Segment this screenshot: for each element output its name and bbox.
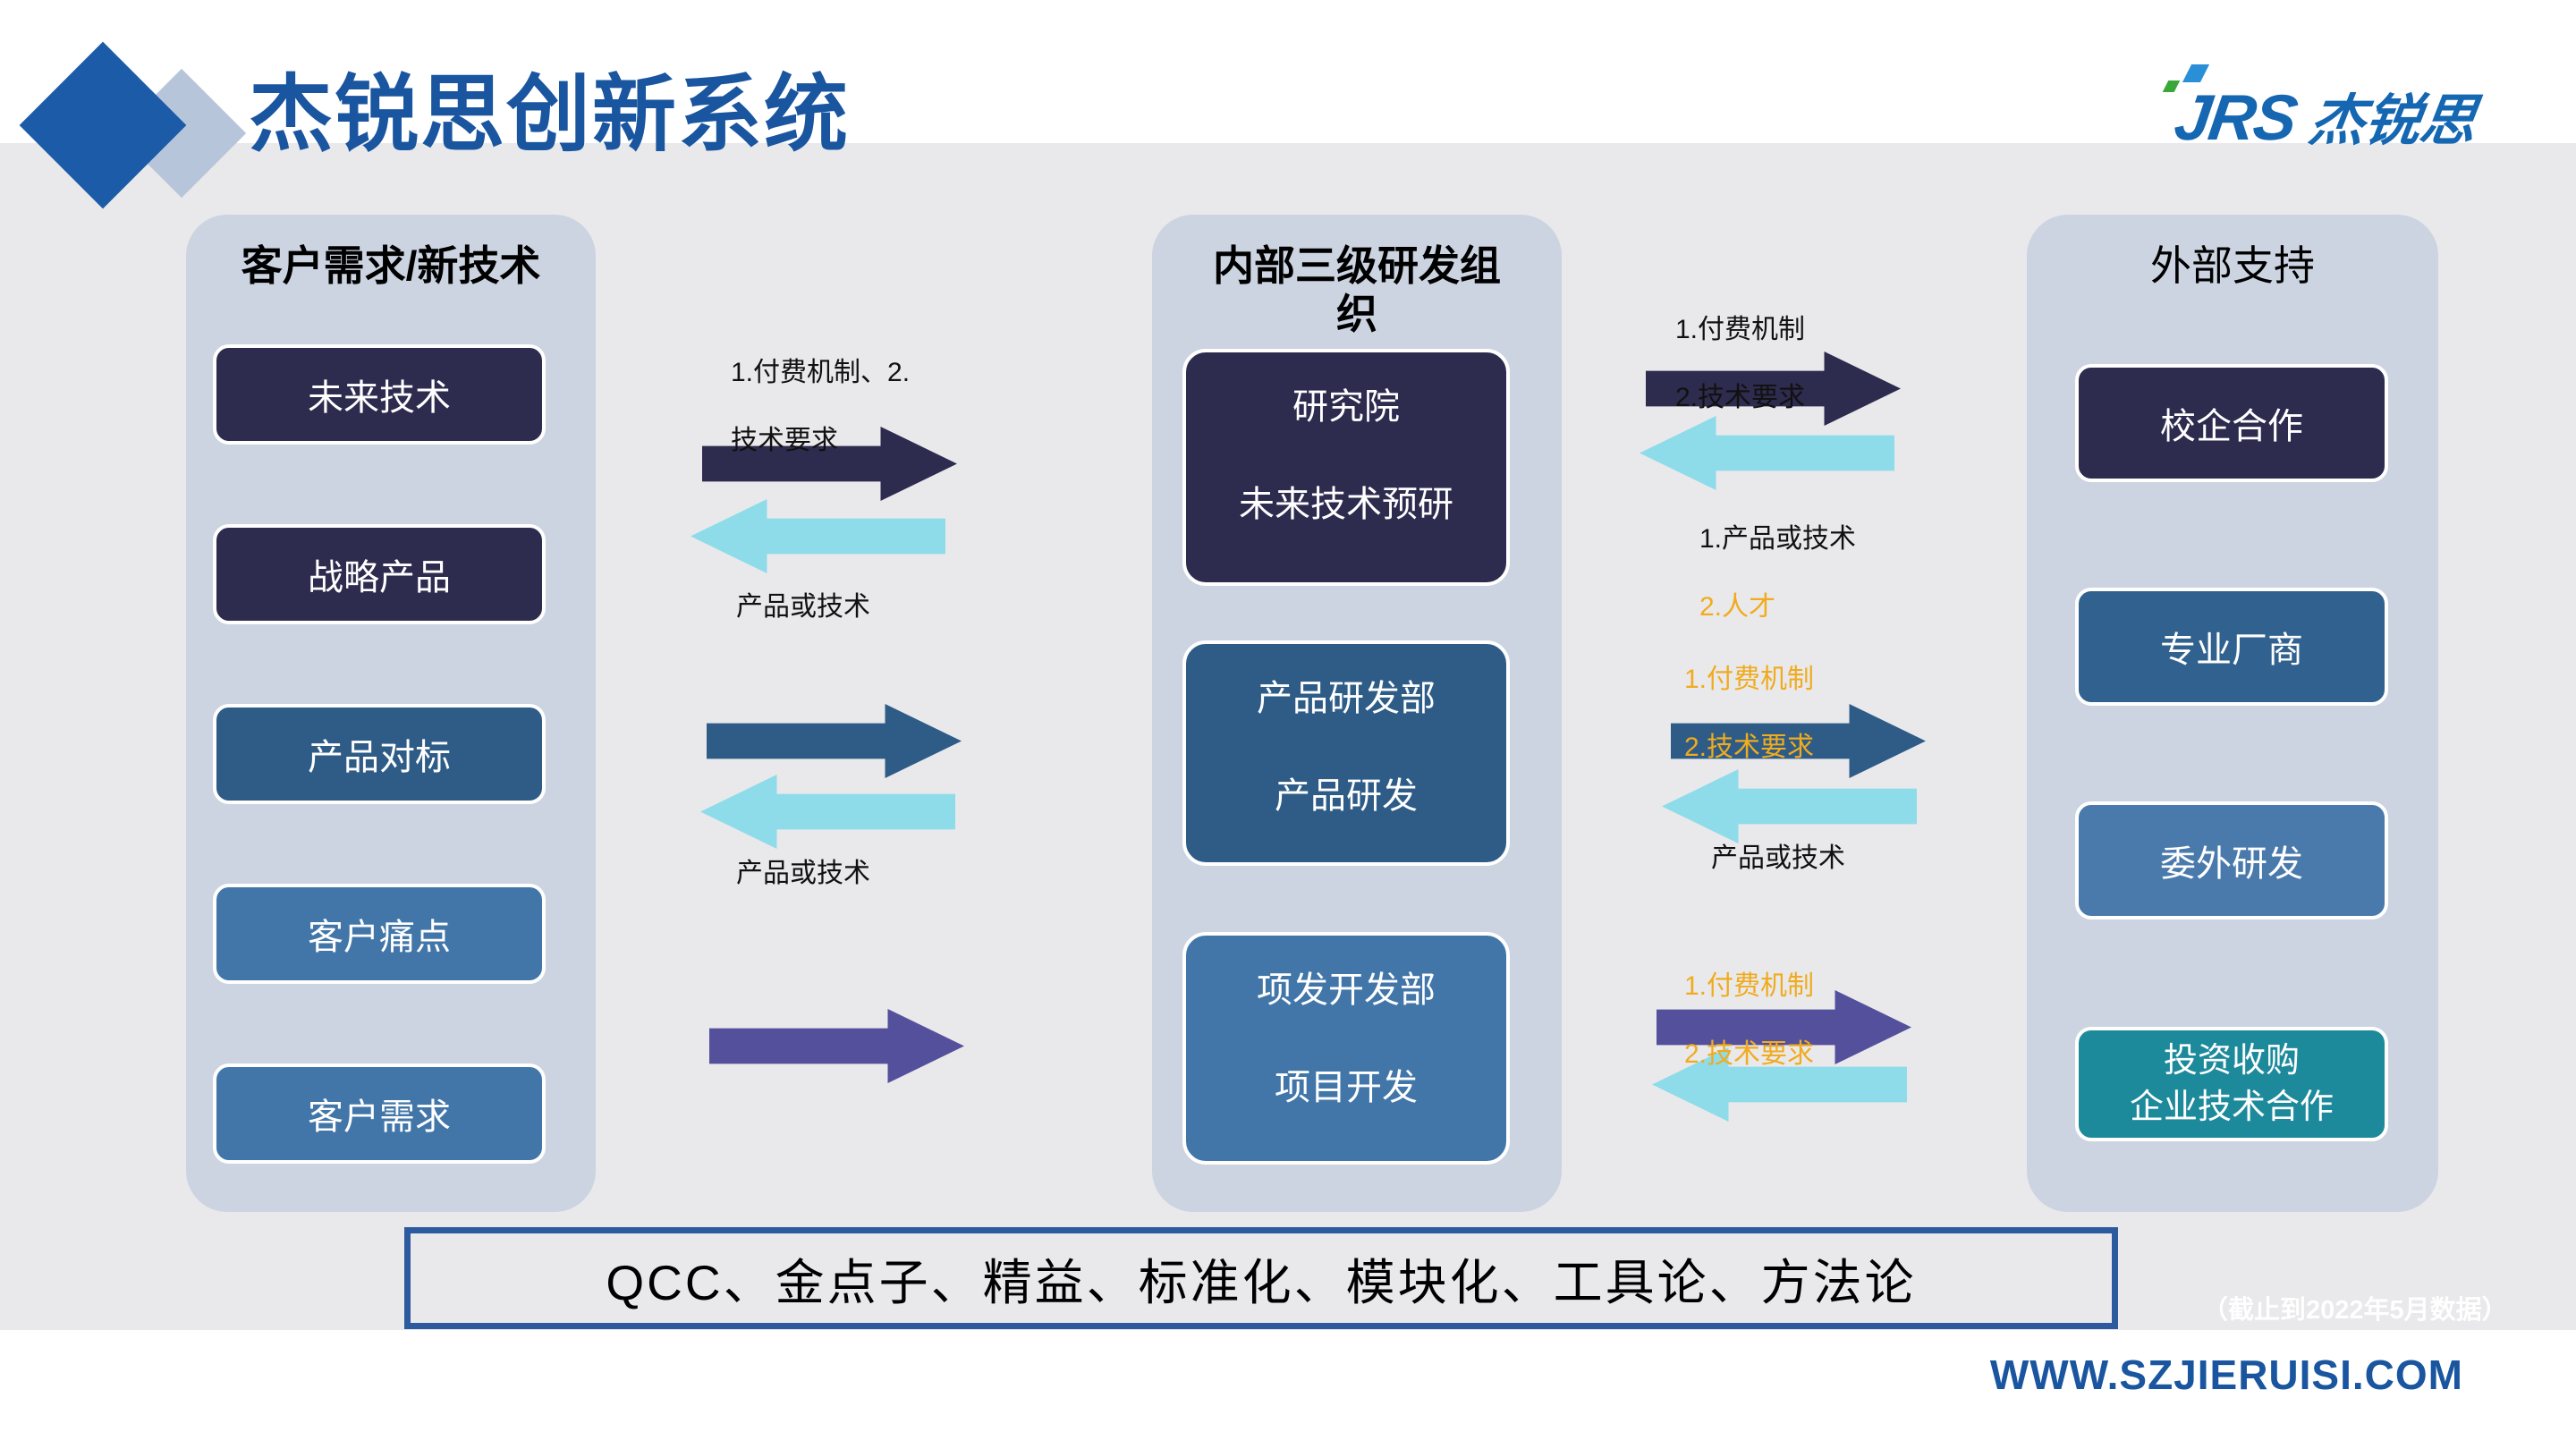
logo-blue-square-icon xyxy=(2182,64,2209,82)
flow-label: 1.付费机制、2. 技术要求 xyxy=(731,358,911,455)
node-school-enterprise: 校企合作 xyxy=(2075,364,2388,482)
column-title-internal-rnd: 内部三级研发组织 xyxy=(1213,242,1501,337)
flow-label: 1.付费机制 2.技术要求 xyxy=(1684,971,1815,1069)
node-investment-acquisition: 投资收购 企业技术合作 xyxy=(2075,1027,2388,1141)
node-line: 项发开发部 xyxy=(1257,970,1436,1010)
flow-label: 1.付费机制 2.技术要求 xyxy=(1675,315,1806,412)
node-product-rnd-dept: 产品研发部 产品研发 xyxy=(1182,640,1510,866)
node-outsourced-rnd: 委外研发 xyxy=(2075,801,2388,919)
flow-label: 1.付费机制 2.技术要求 xyxy=(1684,665,1815,762)
node-line: 产品研发 xyxy=(1275,776,1418,816)
flow-label: 1.产品或技术 2.人才 xyxy=(1699,524,1857,622)
node-professional-vendor: 专业厂商 xyxy=(2075,588,2388,706)
node-line: 产品研发部 xyxy=(1257,679,1436,718)
node-research-institute: 研究院 未来技术预研 xyxy=(1182,349,1510,586)
company-logo: JRS 杰锐思 xyxy=(2162,64,2480,154)
node-line: 企业技术合作 xyxy=(2129,1089,2334,1126)
node-customer-painpoint: 客户痛点 xyxy=(213,884,546,984)
node-future-technology: 未来技术 xyxy=(213,344,546,445)
node-line: 研究院 xyxy=(1292,387,1400,427)
flow-label: 产品或技术 xyxy=(736,592,870,622)
flow-label: 产品或技术 xyxy=(736,859,870,888)
data-cutoff-note: （截止到2022年5月数据） xyxy=(2202,1296,2508,1325)
website-url: WWW.SZJIERUISI.COM xyxy=(1989,1352,2463,1398)
logo-green-square-icon xyxy=(2162,80,2181,92)
logo-jrs-text: JRS xyxy=(2162,64,2301,154)
node-customer-demand: 客户需求 xyxy=(213,1063,546,1164)
node-project-dev-dept: 项发开发部 项目开发 xyxy=(1182,932,1510,1165)
node-line: 投资收购 xyxy=(2163,1042,2300,1080)
page-title: 杰锐思创新系统 xyxy=(249,67,851,161)
column-title-customer-needs: 客户需求/新技术 xyxy=(241,242,541,289)
node-product-benchmark: 产品对标 xyxy=(213,704,546,804)
flow-label: 产品或技术 xyxy=(1711,843,1845,873)
methods-banner: QCC、金点子、精益、标准化、模块化、工具论、方法论 xyxy=(404,1227,2118,1329)
node-line: 项目开发 xyxy=(1275,1068,1418,1107)
node-line: 未来技术预研 xyxy=(1239,485,1453,524)
node-strategic-product: 战略产品 xyxy=(213,524,546,624)
column-title-external-support: 外部支持 xyxy=(2150,242,2315,289)
logo-company-name: 杰锐思 xyxy=(2305,90,2480,152)
